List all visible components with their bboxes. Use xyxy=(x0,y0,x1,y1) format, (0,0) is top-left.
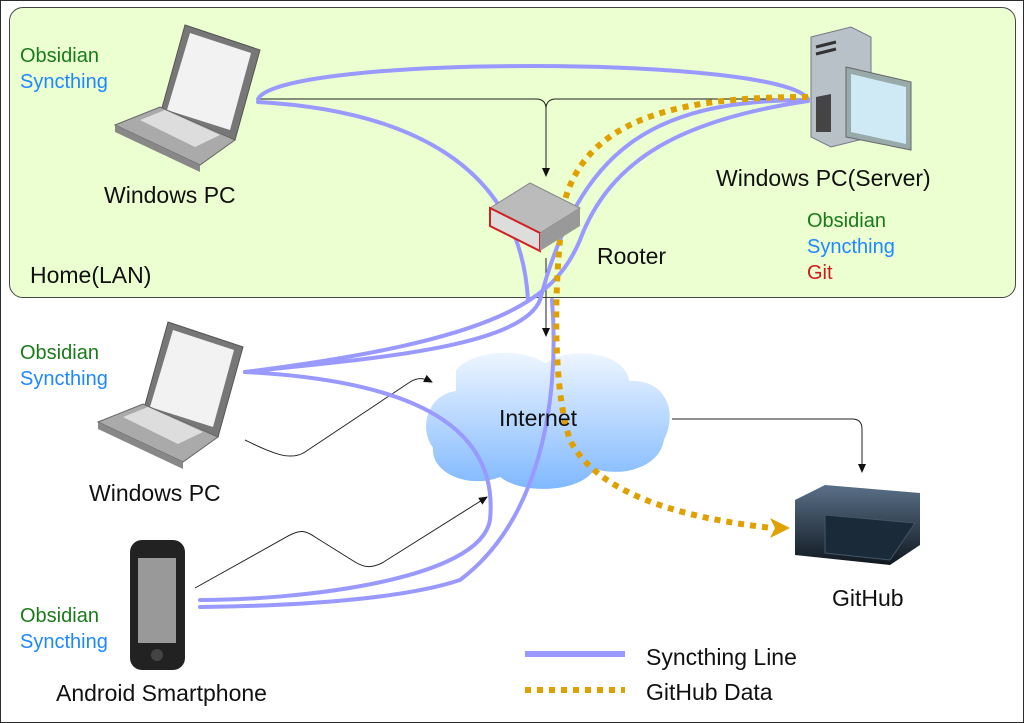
app-git: Git xyxy=(807,262,833,284)
server-apps: Obsidian Syncthing Git xyxy=(807,208,895,286)
link-server-router xyxy=(545,98,808,110)
laptop-icon xyxy=(96,321,244,469)
app-syncthing: Syncthing xyxy=(807,236,895,258)
app-obsidian: Obsidian xyxy=(20,605,99,627)
laptop-icon xyxy=(113,24,261,172)
laptop-remote-label: Windows PC xyxy=(89,480,221,506)
github-label: GitHub xyxy=(832,585,904,611)
app-obsidian: Obsidian xyxy=(807,210,886,232)
legend-syncthing-label: Syncthing Line xyxy=(646,644,797,670)
app-obsidian: Obsidian xyxy=(20,342,99,364)
smartphone-apps: Obsidian Syncthing xyxy=(20,603,108,655)
sync-laptop-down xyxy=(256,100,530,302)
router-icon xyxy=(488,182,582,253)
smartphone-icon xyxy=(130,540,185,670)
network-links xyxy=(194,98,866,589)
laptop-home-apps: Obsidian Syncthing xyxy=(20,43,108,95)
home-lan-label: Home(LAN) xyxy=(30,262,152,288)
sync-laptop2-phone xyxy=(198,370,493,602)
github-data-line xyxy=(553,94,809,531)
github-server-icon xyxy=(795,485,920,565)
sync-internet-phone xyxy=(198,298,556,609)
link-laptop2-internet xyxy=(244,374,433,457)
laptop-home-label: Windows PC xyxy=(104,182,236,208)
sync-laptop-server-top xyxy=(256,64,810,101)
sync-server-laptop2 xyxy=(243,98,810,374)
sync-server-laptop2-b xyxy=(243,99,810,374)
internet-label: Internet xyxy=(499,405,577,431)
laptop-remote-apps: Obsidian Syncthing xyxy=(20,340,108,392)
link-phone-internet xyxy=(194,496,488,589)
server-pc-icon xyxy=(810,26,912,151)
link-internet-github xyxy=(672,418,866,473)
syncthing-lines xyxy=(198,64,810,609)
link-laptop-router xyxy=(258,98,550,177)
legend-github-label: GitHub Data xyxy=(646,679,773,705)
app-syncthing: Syncthing xyxy=(20,71,108,93)
smartphone-label: Android Smartphone xyxy=(56,680,267,706)
github-arrowhead-icon xyxy=(770,518,790,538)
app-obsidian: Obsidian xyxy=(20,45,99,67)
app-syncthing: Syncthing xyxy=(20,368,108,390)
app-syncthing: Syncthing xyxy=(20,631,108,653)
server-label: Windows PC(Server) xyxy=(716,165,931,191)
router-label: Rooter xyxy=(597,243,667,269)
